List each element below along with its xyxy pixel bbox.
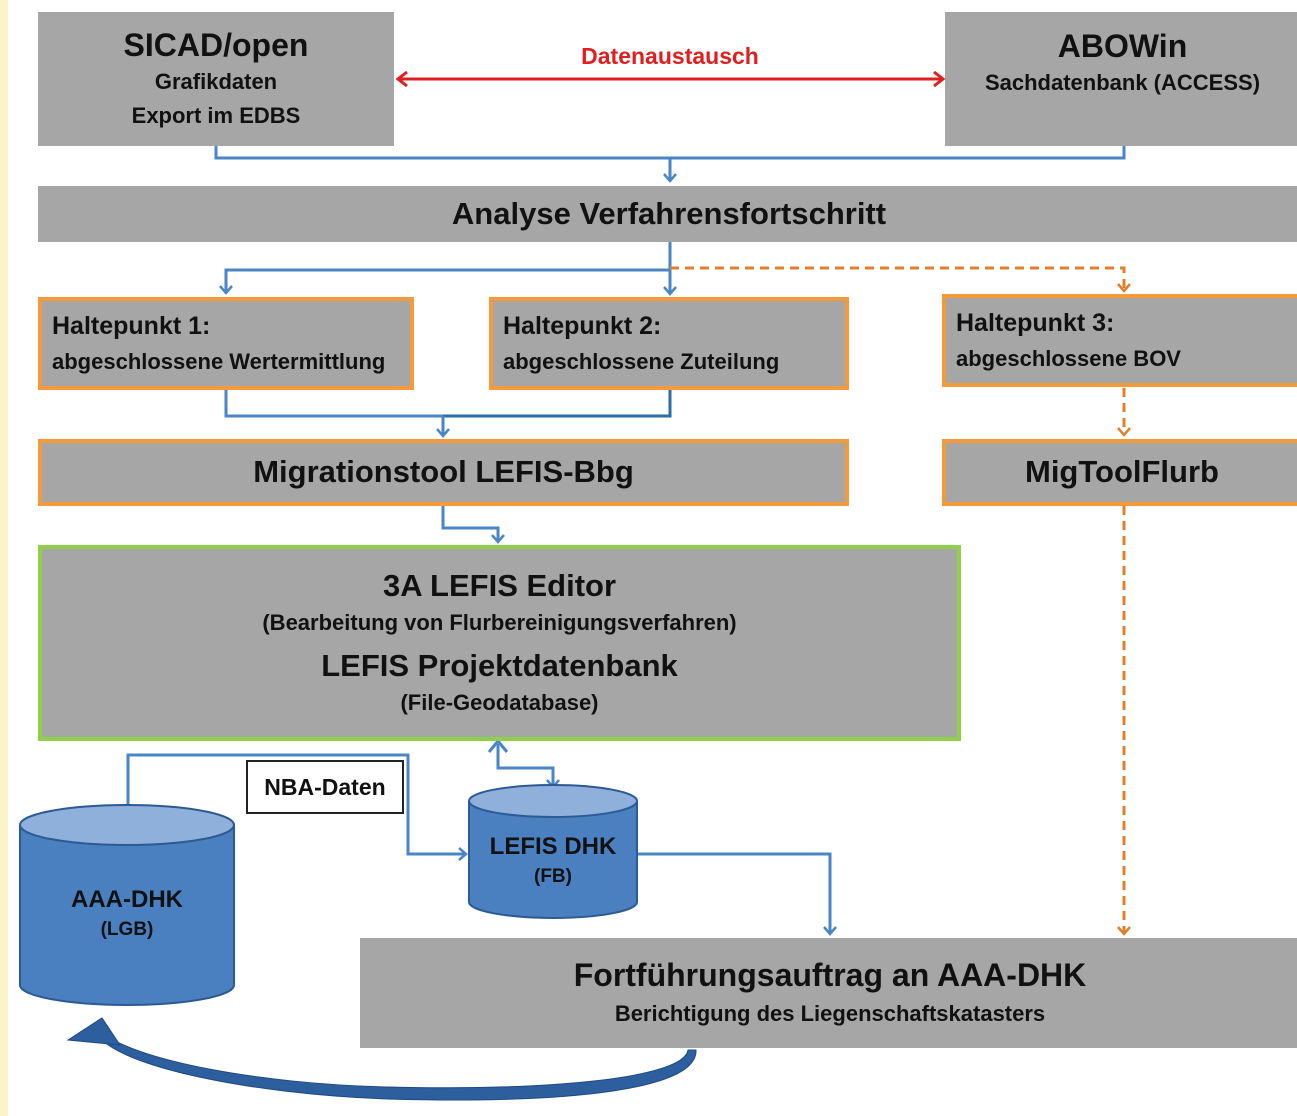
return-curved-arrow — [66, 1017, 697, 1101]
abowin-line1: Sachdatenbank (ACCESS) — [984, 70, 1261, 95]
analyse-box: Analyse Verfahrensfortschritt — [38, 186, 1297, 242]
migtoolflurb-box: MigToolFlurb — [942, 439, 1297, 506]
sicad-line2: Export im EDBS — [131, 103, 301, 128]
lefis-dhk-label: LEFIS DHK (FB) — [469, 830, 637, 890]
migtool-to-editor-arrow — [441, 506, 505, 544]
sicad-to-analyse-connector — [214, 146, 670, 160]
analyse-to-halt1-connector — [219, 242, 672, 295]
editor-up-arrowhead — [487, 738, 509, 753]
analyse-to-halt3-connector — [670, 266, 1131, 293]
lefis-dhk-cylinder — [468, 784, 638, 919]
haltepunkt-2-text: abgeschlossene Zuteilung — [503, 348, 780, 374]
aaa-dhk-title: AAA-DHK — [71, 886, 183, 913]
migrationstool-box: Migrationstool LEFIS-Bbg — [38, 439, 849, 506]
editor-subtitle: (Bearbeitung von Flurbereinigungsverfahr… — [262, 609, 737, 635]
nba-data-connector — [126, 753, 468, 861]
editor-db-title: LEFIS Projektdatenbank — [321, 648, 678, 683]
lefis-editor-box: 3A LEFIS Editor (Bearbeitung von Flurber… — [38, 545, 961, 741]
sicad-box: SICAD/open Grafikdaten Export im EDBS — [38, 12, 394, 146]
lefis-dhk-subtitle: (FB) — [534, 865, 572, 887]
haltepunkt-3-title: Haltepunkt 3: — [956, 309, 1115, 338]
halt1-to-migtool-connector — [224, 390, 443, 418]
migrationstool-title: Migrationstool LEFIS-Bbg — [253, 454, 634, 490]
haltepunkt-1-text: abgeschlossene Wertermittlung — [52, 348, 386, 374]
migtoolflurb-title: MigToolFlurb — [1025, 454, 1219, 490]
fortfuehrung-subtitle: Berichtigung des Liegenschaftskatasters — [614, 1000, 1046, 1026]
fortfuehrung-box: Fortführungsauftrag an AAA-DHK Berichtig… — [360, 938, 1297, 1048]
haltepunkt-1-box: Haltepunkt 1: abgeschlossene Wertermittl… — [38, 297, 414, 390]
abowin-title: ABOWin — [1057, 28, 1188, 64]
halt2-to-migtool-connector — [443, 390, 672, 418]
aaa-dhk-label: AAA-DHK (LGB) — [20, 883, 234, 943]
sicad-line1: Grafikdaten — [154, 68, 278, 94]
lefis-dhk-to-fortfuehrung-arrow — [636, 852, 837, 936]
aaa-dhk-subtitle: (LGB) — [100, 918, 154, 940]
haltepunkt-2-title: Haltepunkt 2: — [503, 312, 662, 341]
nba-data-label: NBA-Daten — [246, 760, 404, 814]
analyse-title: Analyse Verfahrensfortschritt — [451, 195, 887, 231]
haltepunkt-3-box: Haltepunkt 3: abgeschlossene BOV — [942, 294, 1297, 387]
data-exchange-label: Datenaustausch — [581, 43, 759, 69]
abowin-to-analyse-connector — [670, 146, 1126, 160]
haltepunkt-1-title: Haltepunkt 1: — [52, 312, 211, 341]
lefis-dhk-title: LEFIS DHK — [489, 833, 617, 860]
fortfuehrung-title: Fortführungsauftrag an AAA-DHK — [573, 957, 1087, 994]
sicad-title: SICAD/open — [123, 26, 309, 63]
editor-db-subtitle: (File-Geodatabase) — [400, 690, 599, 716]
abowin-box: ABOWin Sachdatenbank (ACCESS) — [945, 12, 1297, 146]
haltepunkt-2-box: Haltepunkt 2: abgeschlossene Zuteilung — [489, 297, 849, 390]
connector-layer — [19, 0, 1131, 1101]
aaa-dhk-cylinder — [19, 804, 235, 1006]
editor-title: 3A LEFIS Editor — [382, 567, 617, 603]
editor-lefis-dhk-connector — [496, 744, 560, 789]
haltepunkt-3-text: abgeschlossene BOV — [956, 345, 1181, 371]
